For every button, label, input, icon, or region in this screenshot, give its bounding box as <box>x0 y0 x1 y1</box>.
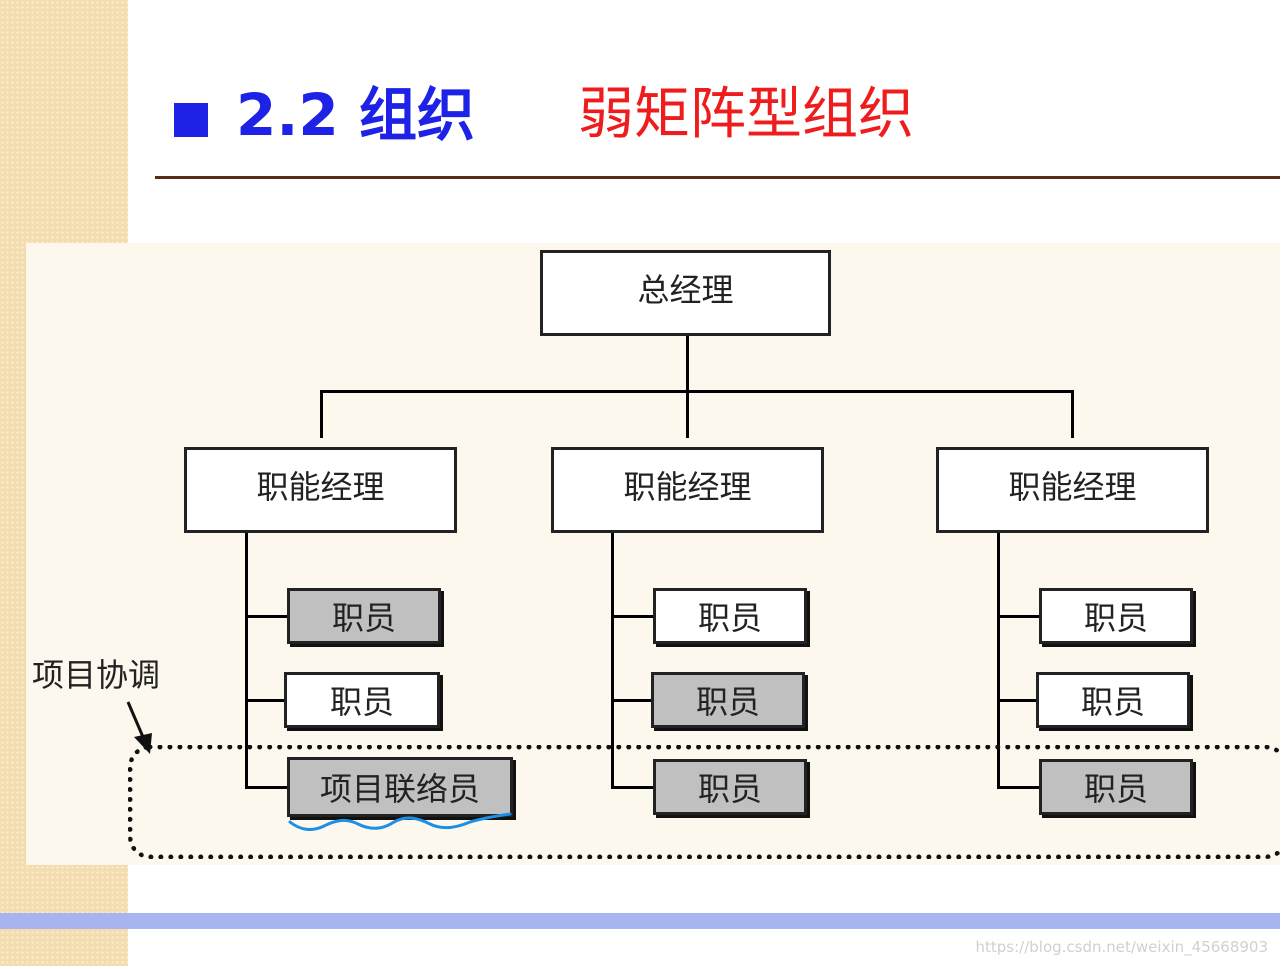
handwritten-underline-icon <box>288 812 512 831</box>
functional-manager-label: 职能经理 <box>623 468 752 506</box>
connector-drop-left <box>320 390 323 438</box>
connector-col2-branch1 <box>611 615 654 618</box>
project-coordination-outline <box>128 745 1280 859</box>
staff-label: 职员 <box>697 599 762 637</box>
connector-top-vertical <box>686 334 689 438</box>
connector-col2-vertical <box>611 531 614 789</box>
project-coordination-label: 项目协调 <box>32 656 161 694</box>
arrow-head-icon <box>134 733 152 754</box>
project-liaison-label: 项目联络员 <box>319 770 480 808</box>
connector-col3-branch3 <box>997 786 1040 789</box>
staff-box: 职员 <box>1036 672 1190 728</box>
bottom-decorative-band <box>0 913 1280 929</box>
connector-col3-branch1 <box>997 615 1040 618</box>
connector-horizontal-bar <box>320 390 1074 393</box>
connector-drop-right <box>1071 390 1074 438</box>
title-divider <box>155 176 1280 179</box>
staff-label: 职员 <box>697 770 762 808</box>
staff-box: 职员 <box>1039 588 1193 644</box>
functional-manager-box-1: 职能经理 <box>184 447 457 533</box>
functional-manager-box-2: 职能经理 <box>551 447 824 533</box>
watermark-text: https://blog.csdn.net/weixin_45668903 <box>975 938 1268 956</box>
staff-box: 职员 <box>287 588 441 644</box>
project-liaison-box: 项目联络员 <box>287 757 513 817</box>
staff-label: 职员 <box>1083 770 1148 808</box>
staff-label: 职员 <box>331 599 396 637</box>
general-manager-label: 总经理 <box>637 271 734 309</box>
connector-col1-branch3 <box>245 786 288 789</box>
slide-subtitle: 弱矩阵型组织 <box>578 82 914 147</box>
staff-label: 职员 <box>1083 599 1148 637</box>
functional-manager-box-3: 职能经理 <box>936 447 1209 533</box>
staff-label: 职员 <box>695 683 760 721</box>
staff-label: 职员 <box>329 683 394 721</box>
connector-col3-vertical <box>997 531 1000 789</box>
functional-manager-label: 职能经理 <box>1008 468 1137 506</box>
staff-label: 职员 <box>1080 683 1145 721</box>
staff-box: 职员 <box>284 672 440 728</box>
staff-box: 职员 <box>653 588 807 644</box>
functional-manager-label: 职能经理 <box>256 468 385 506</box>
connector-col2-branch2 <box>611 699 651 702</box>
staff-box: 职员 <box>653 759 807 815</box>
connector-col2-branch3 <box>611 786 654 789</box>
slide-title: 2.2 组织 <box>236 81 475 149</box>
title-bullet-icon <box>174 103 208 137</box>
connector-col1-branch1 <box>245 615 288 618</box>
connector-col1-vertical <box>245 531 248 789</box>
general-manager-box: 总经理 <box>540 250 831 336</box>
staff-box: 职员 <box>651 672 805 728</box>
connector-col3-branch2 <box>997 699 1037 702</box>
staff-box: 职员 <box>1039 759 1193 815</box>
connector-col1-branch2 <box>245 699 285 702</box>
